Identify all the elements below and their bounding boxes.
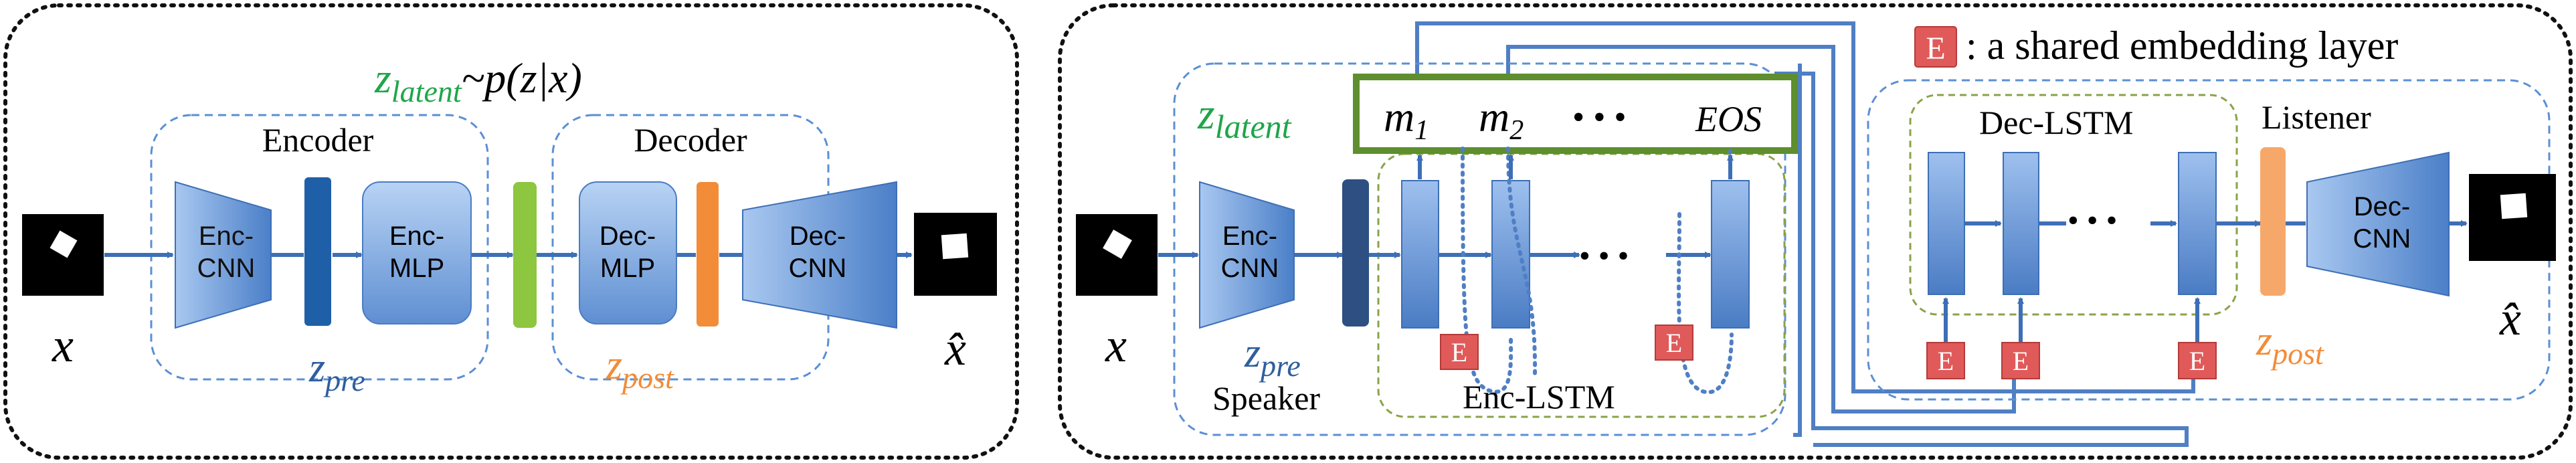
output-image xyxy=(914,213,997,296)
dec-embed-badge: E xyxy=(2001,342,2040,379)
dec-lstm-label: Dec-LSTM xyxy=(1979,104,2134,141)
enc-lstm-cell xyxy=(1491,180,1530,329)
dec-cnn-block: Dec- CNN xyxy=(742,181,897,329)
dec-lstm-group xyxy=(1909,94,2238,316)
speaker-input-label: x xyxy=(1105,318,1127,372)
z-latent-bar xyxy=(513,182,537,328)
left-panel: x Encoder Decoder zlatent~p(z|x) Enc- CN… xyxy=(3,3,1019,460)
speaker-title: Speaker xyxy=(1212,379,1320,417)
svg-text:E: E xyxy=(1938,346,1954,376)
speaker-group xyxy=(1173,62,1786,436)
enc-lstm-cell xyxy=(1401,180,1439,329)
right-panel-border xyxy=(1058,3,2573,460)
token-m1: m1 xyxy=(1384,93,1429,146)
dec-lstm-dots: • • • xyxy=(2067,203,2117,238)
listener-output-image xyxy=(2469,174,2556,261)
z-post-label: zpost xyxy=(606,343,674,395)
token-dots: • • • xyxy=(1572,98,1627,136)
svg-text:CNN: CNN xyxy=(197,254,256,283)
token-m2: m2 xyxy=(1479,93,1524,146)
svg-text:E: E xyxy=(2013,346,2029,376)
listener-title: Listener xyxy=(2262,98,2371,136)
svg-text:Enc-: Enc- xyxy=(199,221,254,251)
enc-cnn-block: Enc- CNN xyxy=(175,181,272,329)
message-box: m1 m2 • • • EOS xyxy=(1353,74,1798,154)
dec-embed-badge: E xyxy=(2178,342,2217,379)
svg-text:CNN: CNN xyxy=(2353,224,2411,254)
left-panel-border xyxy=(3,3,1019,460)
enc-lstm-dots: • • • xyxy=(1579,238,1629,274)
speaker-enc-cnn-block: Enc- CNN xyxy=(1199,181,1295,329)
speaker-input-image xyxy=(1076,214,1158,296)
speaker-z-pre-bar xyxy=(1342,179,1369,327)
encoder-group xyxy=(150,114,489,381)
svg-text:E: E xyxy=(1926,31,1945,66)
svg-text:E: E xyxy=(1666,328,1682,358)
enc-lstm-label: Enc-LSTM xyxy=(1463,378,1615,415)
svg-text:Enc-: Enc- xyxy=(1222,221,1277,251)
svg-text:MLP: MLP xyxy=(600,254,655,283)
encoder-title: Encoder xyxy=(262,121,374,159)
dec-lstm-cell xyxy=(2178,152,2217,295)
listener-output-label: x̂ xyxy=(2499,292,2521,345)
svg-text:Dec-: Dec- xyxy=(600,221,656,251)
enc-embed-badge: E xyxy=(1655,325,1693,361)
decoder-title: Decoder xyxy=(634,121,747,159)
legend-embed-badge xyxy=(1914,26,1957,68)
svg-text:Enc-: Enc- xyxy=(389,221,444,251)
enc-embed-badge: E xyxy=(1440,334,1479,370)
legend: E : a shared embedding layer xyxy=(1914,23,2398,68)
svg-text:Dec-: Dec- xyxy=(2354,192,2410,221)
listener-dec-cnn-block: Dec- CNN xyxy=(2306,151,2450,297)
speaker-z-pre-label: zpre xyxy=(1244,331,1301,383)
svg-text:Dec-: Dec- xyxy=(790,221,846,251)
dec-embed-badge: E xyxy=(1926,342,1965,379)
z-latent-label: zlatent xyxy=(1197,90,1292,145)
svg-text:E: E xyxy=(1451,337,1467,367)
output-label: x̂ xyxy=(944,322,966,375)
z-pre-bar xyxy=(304,177,331,326)
token-eos: EOS xyxy=(1695,99,1762,139)
svg-text:E: E xyxy=(2189,346,2205,376)
dec-mlp-block: Dec- MLP xyxy=(579,181,677,325)
listener-z-post-bar xyxy=(2260,147,2286,296)
latent-formula: zlatent~p(z|x) xyxy=(374,54,582,108)
dec-lstm-cell xyxy=(2003,152,2039,295)
listener-z-post-label: zpost xyxy=(2256,318,2324,371)
embedding-routing-lines xyxy=(1415,21,2195,447)
svg-text:CNN: CNN xyxy=(1221,254,1279,283)
enc-mlp-block: Enc- MLP xyxy=(362,181,472,325)
enc-lstm-cell xyxy=(1711,180,1750,329)
input-image xyxy=(22,214,104,296)
right-panel: E : a shared embedding layer zlatent xyxy=(1058,3,2573,460)
input-label: x xyxy=(52,318,74,372)
svg-text:MLP: MLP xyxy=(389,254,444,283)
z-post-bar xyxy=(697,182,719,327)
z-pre-label: zpre xyxy=(308,345,365,397)
legend-text: : a shared embedding layer xyxy=(1966,23,2398,68)
dec-lstm-cell xyxy=(1928,152,1965,295)
svg-text:CNN: CNN xyxy=(789,254,847,283)
